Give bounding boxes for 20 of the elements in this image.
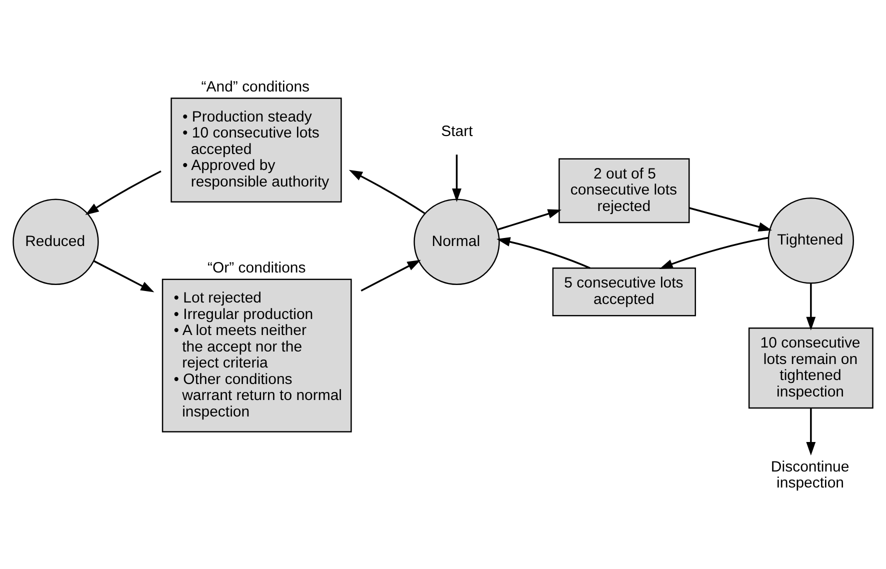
node-text: Discontinue inspection bbox=[770, 458, 850, 492]
arrow bbox=[689, 206, 772, 231]
arrow bbox=[452, 154, 462, 202]
arrow bbox=[497, 208, 562, 230]
arrow bbox=[659, 236, 769, 268]
arrow bbox=[496, 236, 590, 268]
arrow bbox=[85, 170, 162, 214]
node-box: 10 consecutive lots remain on tightened inspection bbox=[748, 326, 874, 408]
arrow bbox=[360, 259, 421, 291]
arrow bbox=[806, 408, 816, 455]
node-circle: Normal bbox=[414, 198, 500, 284]
node-label: “Or” conditions bbox=[208, 259, 306, 276]
arrow bbox=[806, 282, 816, 330]
node-circle: Tightened bbox=[768, 197, 854, 284]
node-box: 5 consecutive lots accepted bbox=[552, 267, 696, 316]
node-label: “And” conditions bbox=[201, 78, 310, 95]
arrow bbox=[93, 260, 154, 292]
node-box: 2 out of 5 consecutive lots rejected bbox=[558, 158, 690, 223]
arrow bbox=[348, 169, 426, 214]
node-text: Start bbox=[441, 122, 473, 140]
